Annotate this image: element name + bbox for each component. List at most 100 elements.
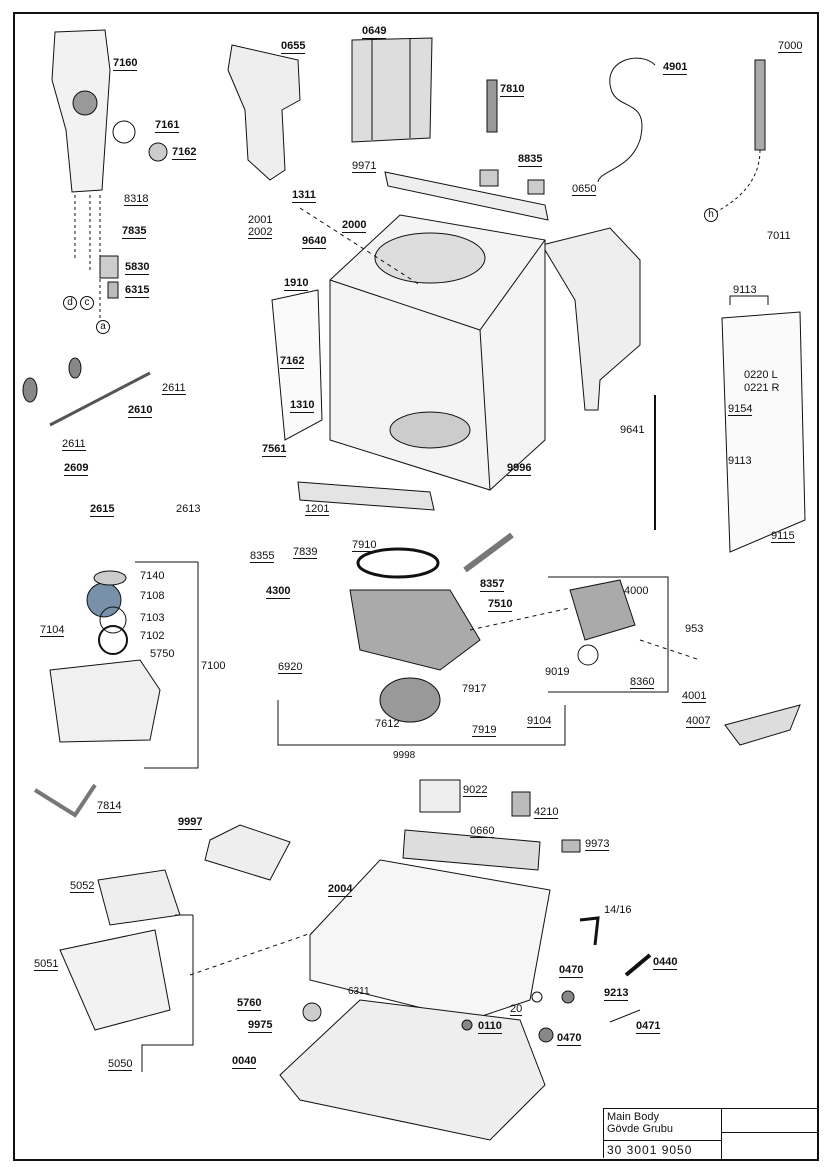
label-9640: 9640: [302, 235, 327, 249]
label-5830: 5830: [125, 261, 150, 275]
label-7011: 7011: [767, 230, 791, 242]
label-9971: 9971: [352, 160, 377, 173]
label-0470-a: 0470: [559, 964, 584, 978]
label-7108: 7108: [140, 590, 165, 602]
label-4901: 4901: [663, 61, 688, 75]
label-7510: 7510: [488, 598, 513, 612]
label-9213: 9213: [604, 987, 629, 1001]
label-7160: 7160: [113, 57, 138, 71]
label-9022: 9022: [463, 784, 488, 797]
label-9997: 9997: [178, 816, 203, 830]
label-8835: 8835: [518, 153, 543, 167]
label-0660: 0660: [470, 825, 495, 838]
label-5760: 5760: [237, 997, 262, 1011]
label-7810: 7810: [500, 83, 525, 97]
label-9154: 9154: [728, 403, 753, 416]
label-7102: 7102: [140, 630, 165, 642]
label-1310: 1310: [290, 399, 315, 413]
label-7835: 7835: [122, 225, 147, 239]
label-0650: 0650: [572, 183, 597, 196]
label-7814: 7814: [97, 800, 122, 813]
label-8357: 8357: [480, 578, 505, 592]
label-2611-a: 2611: [162, 382, 186, 395]
title-block: Main Body Gövde Grubu 30 3001 9050: [603, 1108, 818, 1159]
label-7103: 7103: [140, 612, 165, 624]
label-7100: 7100: [201, 660, 226, 672]
label-9019: 9019: [545, 666, 570, 678]
label-9998: 9998: [393, 750, 416, 761]
label-7910: 7910: [352, 539, 377, 552]
label-7561: 7561: [262, 443, 287, 457]
label-4210: 4210: [534, 806, 559, 819]
label-2000: 2000: [342, 219, 367, 233]
label-5750: 5750: [150, 648, 175, 660]
label-6920: 6920: [278, 661, 303, 674]
label-7839: 7839: [293, 546, 318, 559]
part-0649-shape: [351, 37, 433, 143]
label-7162-b: 7162: [280, 355, 305, 369]
label-0220: 0220 L: [744, 369, 778, 381]
label-0221: 0221 R: [744, 382, 780, 394]
label-0649: 0649: [362, 25, 387, 39]
label-5052: 5052: [70, 880, 95, 893]
label-9973: 9973: [585, 838, 610, 851]
label-7612: 7612: [375, 718, 400, 730]
label-2002: 2002: [248, 226, 273, 239]
part-7160-wheel: [72, 90, 98, 116]
label-0040: 0040: [232, 1055, 257, 1069]
label-4300: 4300: [266, 585, 291, 599]
label-2611-b: 2611: [62, 438, 86, 451]
title-block-empty-cell: [722, 1109, 818, 1133]
label-4007: 4007: [686, 715, 711, 728]
label-4001: 4001: [682, 690, 707, 703]
label-6311: 6311: [348, 986, 370, 997]
label-0655: 0655: [281, 40, 306, 54]
title-block-name-tr: Gövde Grubu: [607, 1123, 674, 1135]
label-14-16: 14/16: [604, 904, 632, 916]
label-1201: 1201: [305, 503, 330, 516]
part-2004-base: [309, 859, 551, 1021]
label-9996: 9996: [507, 462, 532, 476]
label-1910: 1910: [284, 277, 309, 291]
callout-h: h: [704, 208, 718, 222]
label-2001: 2001: [248, 214, 273, 226]
label-953: 953: [685, 623, 704, 635]
part-0220-side-panel: [721, 311, 806, 553]
part-0650-shape: [541, 227, 641, 411]
label-0440: 0440: [653, 956, 678, 970]
label-7140: 7140: [140, 570, 165, 582]
label-2609: 2609: [64, 462, 89, 476]
part-0040-tray: [279, 999, 546, 1141]
label-4000: 4000: [624, 585, 649, 597]
label-8318: 8318: [124, 193, 149, 206]
label-7162: 7162: [172, 146, 197, 160]
label-8360: 8360: [630, 676, 655, 689]
label-7917: 7917: [462, 683, 487, 695]
title-block-code: 30 3001 9050: [604, 1141, 722, 1159]
label-9104: 9104: [527, 715, 552, 728]
label-6315: 6315: [125, 284, 150, 298]
label-9113-bottom: 9113: [728, 455, 752, 467]
part-7910-ring: [356, 547, 440, 579]
title-block-name-en: Main Body: [607, 1111, 659, 1123]
label-9115: 9115: [771, 530, 795, 543]
callout-d: d: [63, 296, 77, 310]
label-7161: 7161: [155, 119, 180, 133]
drawing-frame: [13, 12, 819, 1161]
label-9113-top: 9113: [733, 284, 757, 296]
label-2613: 2613: [176, 503, 201, 515]
label-0470-b: 0470: [557, 1032, 582, 1046]
title-block-name: Main Body Gövde Grubu: [604, 1109, 722, 1141]
label-1311: 1311: [292, 189, 316, 203]
part-7100-softener: [49, 659, 161, 743]
label-20: 20: [510, 1003, 523, 1016]
label-0110: 0110: [478, 1020, 502, 1034]
callout-c: c: [80, 296, 94, 310]
label-2615: 2615: [90, 503, 115, 517]
label-2610: 2610: [128, 404, 153, 418]
part-2000-tub: [329, 214, 546, 491]
part-0655-shape: [227, 44, 301, 181]
callout-a: a: [96, 320, 110, 334]
part-7510-pump: [349, 589, 481, 671]
label-9975: 9975: [248, 1019, 273, 1033]
